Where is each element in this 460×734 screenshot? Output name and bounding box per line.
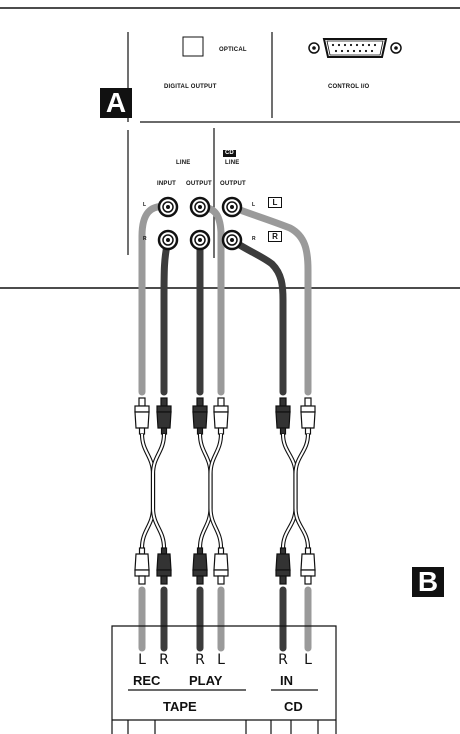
group-rec-label: REC bbox=[133, 673, 161, 688]
cd-jack-r-label: R bbox=[252, 236, 256, 242]
rca-plug bbox=[134, 397, 150, 435]
jack-l-label: L bbox=[143, 202, 147, 208]
channel-label: R bbox=[159, 652, 169, 668]
callout-b: B bbox=[412, 567, 444, 597]
device-cables bbox=[138, 586, 312, 652]
rca-plug bbox=[300, 397, 316, 435]
channel-label: R bbox=[278, 652, 288, 668]
y-split-cable-core bbox=[152, 433, 165, 549]
control-io-connector bbox=[308, 38, 402, 58]
rca-plug bbox=[134, 547, 150, 585]
optical-label: OPTICAL bbox=[219, 47, 247, 53]
channel-r-indicator: R bbox=[268, 231, 282, 242]
jack-input-r bbox=[157, 229, 179, 251]
rca-plug bbox=[156, 397, 172, 435]
y-split-cable-core bbox=[294, 433, 309, 549]
channel-l-indicator: L bbox=[268, 197, 282, 208]
control-io-label: CONTROL I/O bbox=[328, 84, 370, 90]
rca-plug bbox=[156, 547, 172, 585]
rca-plug bbox=[300, 547, 316, 585]
rca-plug bbox=[192, 397, 208, 435]
rca-jacks bbox=[157, 196, 243, 251]
jack-cd-output-l bbox=[221, 196, 243, 218]
cd-line-label: LINE bbox=[225, 160, 240, 166]
optical-port bbox=[182, 36, 204, 57]
cd-jack-l-label: L bbox=[252, 202, 256, 208]
section-cd-label: CD bbox=[284, 699, 303, 714]
section-tape-label: TAPE bbox=[163, 699, 197, 714]
group-play-label: PLAY bbox=[189, 673, 223, 688]
rca-plug bbox=[213, 547, 229, 585]
y-split-cable bbox=[293, 433, 311, 549]
y-split-cable bbox=[150, 433, 167, 549]
input-label: INPUT bbox=[157, 181, 176, 187]
cd-badge: CD bbox=[223, 150, 236, 157]
jack-output-l bbox=[189, 196, 211, 218]
group-in-label: IN bbox=[280, 673, 293, 688]
output-label: OUTPUT bbox=[186, 181, 212, 187]
y-split-cable bbox=[208, 433, 224, 549]
jack-output-r bbox=[189, 229, 211, 251]
rca-plug bbox=[275, 397, 291, 435]
digital-output-label: DIGITAL OUTPUT bbox=[164, 84, 217, 90]
cd-output-label: OUTPUT bbox=[220, 181, 246, 187]
channel-label: L bbox=[304, 652, 312, 668]
rca-plug bbox=[192, 547, 208, 585]
line-label: LINE bbox=[176, 160, 191, 166]
rca-plug bbox=[275, 547, 291, 585]
jack-r-label: R bbox=[143, 236, 147, 242]
device-frame bbox=[111, 625, 337, 734]
callout-a: A bbox=[100, 88, 132, 118]
channel-label: L bbox=[217, 652, 225, 668]
y-split-cable-core bbox=[209, 433, 222, 549]
jack-cd-output-r bbox=[221, 229, 243, 251]
channel-label: L bbox=[138, 652, 146, 668]
rca-plugs bbox=[134, 397, 316, 585]
channel-label: R bbox=[195, 652, 205, 668]
jack-input-l bbox=[157, 196, 179, 218]
rca-plug bbox=[213, 397, 229, 435]
